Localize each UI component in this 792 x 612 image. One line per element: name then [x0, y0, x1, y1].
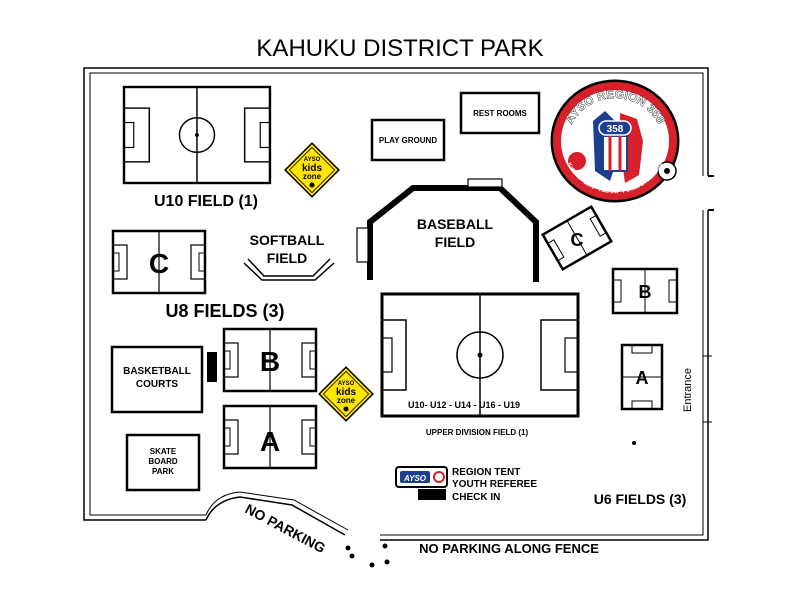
- skate-label-1: SKATE: [150, 447, 177, 456]
- baseball-field: BASEBALL FIELD: [356, 178, 539, 282]
- kids-zone-sign-2: AYSO kids zone: [318, 366, 374, 422]
- u8-field-a: A: [222, 404, 318, 470]
- u6-field-b: B: [611, 267, 679, 315]
- small-dot: [632, 441, 636, 445]
- u8-field-c: C: [111, 229, 207, 295]
- kids-zone-2-ayso: AYSO: [338, 381, 355, 387]
- softball-label-2: FIELD: [267, 250, 307, 266]
- upper-division-label: UPPER DIVISION FIELD (1): [426, 428, 529, 437]
- play-ground-label: PLAY GROUND: [379, 136, 437, 145]
- u6-field-c: C: [541, 204, 613, 272]
- baseball-label-1: BASEBALL: [417, 216, 494, 232]
- region-tent-line1: REGION TENT: [452, 467, 520, 478]
- play-ground: PLAY GROUND: [370, 118, 446, 162]
- u8-field-b: B: [222, 327, 318, 393]
- rest-rooms-label: REST ROOMS: [473, 109, 527, 118]
- u8-field-a-letter: A: [260, 426, 280, 457]
- entrance: Entrance: [682, 368, 694, 412]
- kids-zone-2-kids: kids: [336, 387, 356, 398]
- basketball-label-2: COURTS: [136, 379, 179, 390]
- no-parking-fence-label: NO PARKING ALONG FENCE: [419, 541, 599, 556]
- region-tent: AYSO REGION TENT YOUTH REFEREE CHECK IN: [395, 466, 537, 503]
- park-boundary: [83, 67, 709, 541]
- u6-field-c-letter: C: [571, 230, 584, 250]
- u10-field-label: U10 FIELD (1): [154, 193, 258, 210]
- basketball-courts: BASKETBALL COURTS: [110, 345, 204, 414]
- skate-label-3: PARK: [152, 467, 174, 476]
- kids-zone-sign: AYSO kids zone: [284, 142, 340, 198]
- upper-division-ages: U10- U12 - U14 - U16 - U19: [408, 400, 520, 410]
- rest-rooms: REST ROOMS: [459, 91, 541, 135]
- u6-fields-label: U6 FIELDS (3): [594, 491, 687, 507]
- u10-field: [122, 85, 272, 185]
- kids-zone-2-zone: zone: [337, 396, 356, 405]
- softball-field: SOFTBALL FIELD: [243, 232, 335, 281]
- u6-field-b-letter: B: [639, 282, 652, 302]
- no-parking-label: NO PARKING: [243, 501, 329, 557]
- upper-division-field: U10- U12 - U14 - U16 - U19: [380, 292, 580, 418]
- softball-label-1: SOFTBALL: [250, 232, 325, 248]
- region-tent-line3: CHECK IN: [452, 492, 500, 503]
- basketball-label-1: BASKETBALL: [123, 366, 191, 377]
- kids-zone-zone: zone: [303, 172, 322, 181]
- u8-field-b-letter: B: [260, 346, 280, 377]
- entrance-gate: [708, 175, 714, 211]
- region-tent-line2: YOUTH REFEREE: [452, 479, 537, 490]
- map-title: KAHUKU DISTRICT PARK: [256, 35, 543, 62]
- baseball-label-2: FIELD: [435, 234, 475, 250]
- no-parking-dots: [345, 543, 390, 568]
- u6-field-a: A: [620, 343, 664, 411]
- kids-zone-kids: kids: [302, 163, 322, 174]
- region-tent-logo: AYSO: [403, 474, 427, 483]
- u8-fields-label: U8 FIELDS (3): [165, 301, 284, 321]
- kids-zone-ayso: AYSO: [304, 157, 321, 163]
- u8-b-marker: [207, 352, 217, 382]
- skate-label-2: BOARD: [148, 457, 178, 466]
- entrance-label: Entrance: [682, 368, 694, 412]
- u6-field-a-letter: A: [636, 368, 649, 388]
- ayso-region-logo: 358 AYSO REGION 358 Kahuku · La'ie · Hau…: [550, 79, 680, 203]
- u8-field-c-letter: C: [149, 248, 169, 279]
- no-parking-curve: NO PARKING: [243, 501, 329, 557]
- skate-board-park: SKATE BOARD PARK: [125, 433, 201, 492]
- logo-badge: 358: [607, 124, 624, 135]
